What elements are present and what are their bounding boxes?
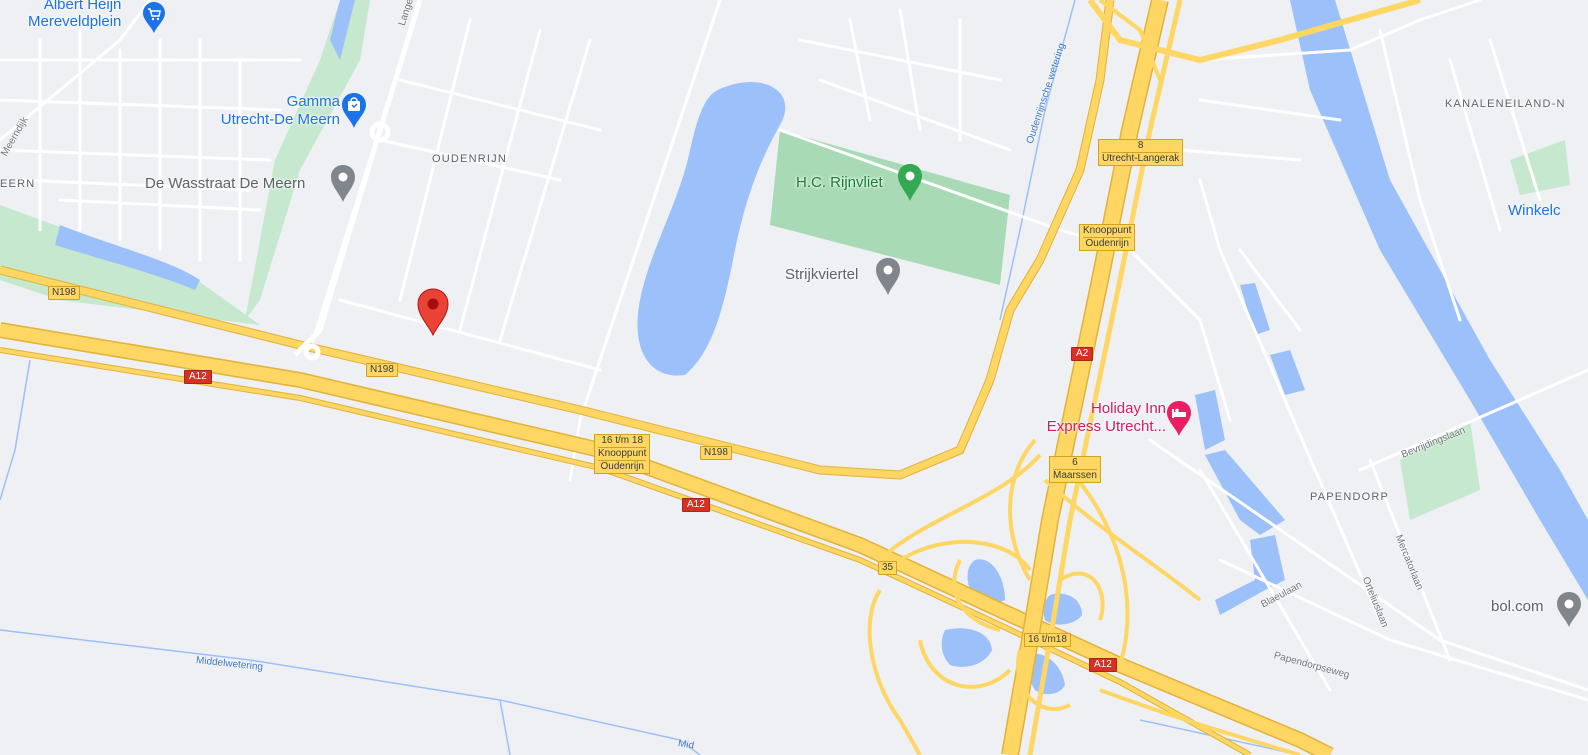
road-shield-a2: A2 [1071, 347, 1094, 361]
exit-6-name: Maarssen [1053, 470, 1097, 481]
location-marker-icon [417, 288, 449, 336]
exit-knooppunt-line2: Oudenrijn [1085, 238, 1129, 249]
poi-gamma[interactable]: Gamma Utrecht-De Meern [200, 93, 340, 129]
poi-wasstraat[interactable]: De Wasstraat De Meern [145, 175, 306, 192]
poi-holiday-inn-name: Holiday Inn [1090, 400, 1166, 417]
exit-16-18-line2: Knooppunt [598, 448, 647, 461]
exit-16-m18-numbers: 16 t/m18 [1028, 634, 1067, 645]
exit-sign-knooppunt-oudenrijn: Knooppunt Oudenrijn [1079, 224, 1136, 251]
interchange-ramps [867, 438, 1301, 755]
area-kanaleneiland: KANALENEILAND-N [1445, 98, 1566, 110]
road-shield-a12: A12 [682, 498, 710, 512]
poi-gamma-sub: Utrecht-De Meern [220, 111, 340, 128]
road-shield-n198: N198 [48, 286, 80, 300]
poi-strijkviertel[interactable]: Strijkviertel [785, 266, 859, 283]
exit-8-number: 8 [1102, 140, 1180, 153]
exit-8-name: Utrecht-Langerak [1102, 153, 1180, 164]
poi-holiday-inn-sub: Express Utrecht... [1046, 418, 1166, 435]
area-oudenrijn: OUDENRIJN [432, 153, 507, 165]
water-bodies [55, 0, 1588, 695]
exit-16-18-numbers: 16 t/m 18 [598, 435, 647, 448]
road-shield-a12: A12 [1089, 658, 1117, 672]
exit-6-number: 6 [1053, 457, 1097, 470]
area-de-meern: EERN [0, 178, 36, 190]
poi-albert-heijn[interactable]: Albert Heijn Mereveldplein [28, 0, 121, 30]
exit-sign-8: 8 Utrecht-Langerak [1098, 139, 1184, 166]
road-shield-a12: A12 [184, 370, 212, 384]
poi-holiday-inn[interactable]: Holiday Inn Express Utrecht... [1026, 400, 1166, 436]
road-shield-n198: N198 [366, 363, 398, 377]
poi-bol[interactable]: bol.com [1491, 598, 1544, 615]
road-shield-35: 35 [878, 561, 898, 575]
area-papendorp: PAPENDORP [1310, 491, 1390, 503]
poi-albert-heijn-name: Albert Heijn [43, 0, 122, 13]
local-roads [293, 0, 423, 361]
poi-winkelcentrum[interactable]: Winkelc [1508, 202, 1561, 219]
n198-road [0, 0, 1115, 480]
exit-knooppunt-line1: Knooppunt [1083, 225, 1132, 238]
road-shield-n198: N198 [700, 446, 732, 460]
exit-sign-16-18: 16 t/m 18 Knooppunt Oudenrijn [594, 434, 651, 474]
exit-sign-16-m18: 16 t/m18 [1024, 633, 1071, 647]
poi-hc-rijnvliet[interactable]: H.C. Rijnvliet [796, 174, 883, 191]
exit-16-18-line3: Oudenrijn [600, 461, 644, 472]
poi-albert-heijn-sub: Mereveldplein [28, 13, 122, 30]
poi-gamma-name: Gamma [286, 93, 340, 110]
exit-sign-6: 6 Maarssen [1049, 456, 1101, 483]
